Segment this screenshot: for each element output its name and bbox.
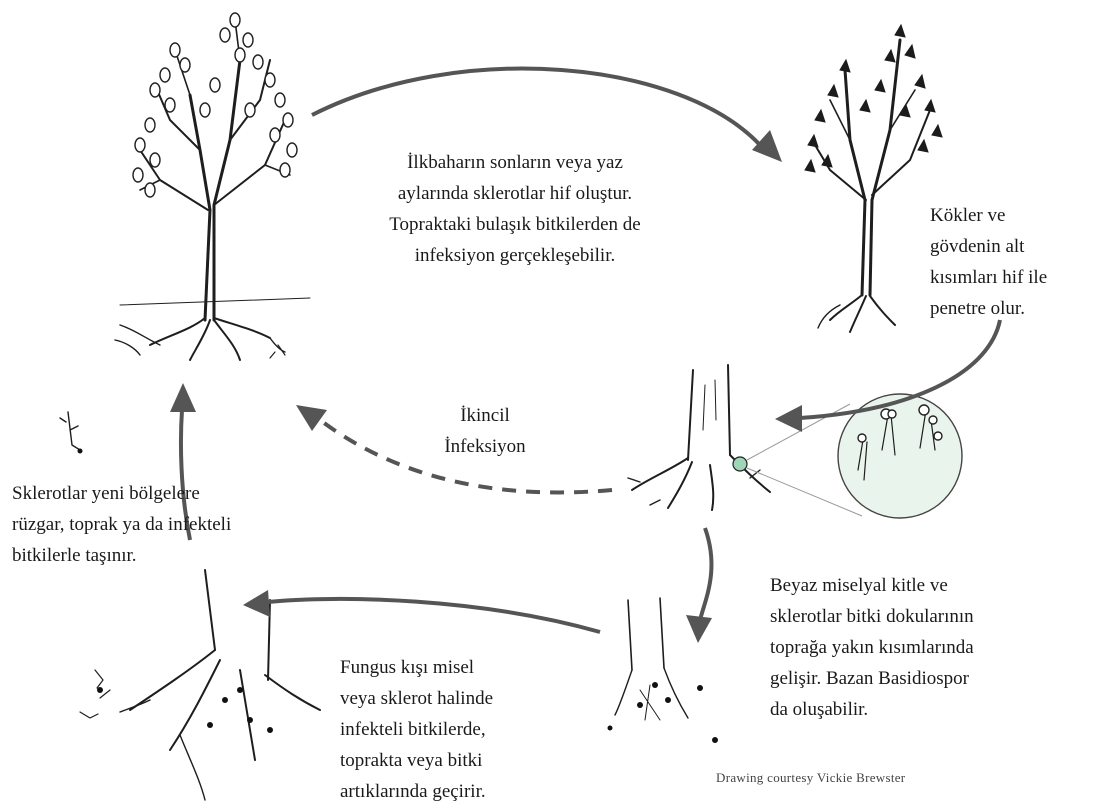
caption-line: bitkilerle taşınır. bbox=[12, 540, 312, 571]
caption-sclerotia-spread: Sklerotlar yeni bölgelere rüzgar, toprak… bbox=[12, 478, 312, 571]
caption-line: toprakta veya bitki bbox=[340, 745, 570, 776]
infected-tree-illustration bbox=[805, 25, 942, 332]
caption-line: Topraktaki bulaşık bitkilerden de bbox=[355, 209, 675, 240]
caption-secondary-infection: İkincil İnfeksiyon bbox=[420, 400, 550, 462]
caption-line: kısımları hif ile bbox=[930, 262, 1090, 293]
trunk-base-illustration bbox=[628, 365, 962, 518]
healthy-tree-illustration bbox=[115, 13, 310, 360]
caption-line: rüzgar, toprak ya da infekteli bbox=[12, 509, 312, 540]
caption-line: sklerotlar bitki dokularının bbox=[770, 601, 1070, 632]
overwintering-stump-illustration bbox=[80, 570, 320, 800]
caption-line: Kökler ve bbox=[930, 200, 1090, 231]
caption-overwintering: Fungus kışı misel veya sklerot halinde i… bbox=[340, 652, 570, 807]
caption-root-penetration: Kökler ve gövdenin alt kısımları hif ile… bbox=[930, 200, 1090, 324]
caption-line: infekteli bitkilerde, bbox=[340, 714, 570, 745]
caption-line: İnfeksiyon bbox=[420, 431, 550, 462]
caption-mycelium-development: Beyaz miselyal kitle ve sklerotlar bitki… bbox=[770, 570, 1070, 725]
caption-spring-infection: İlkbaharın sonların veya yaz aylarında s… bbox=[355, 147, 675, 271]
caption-line: Sklerotlar yeni bölgelere bbox=[12, 478, 312, 509]
caption-line: infeksiyon gerçekleşebilir. bbox=[355, 240, 675, 271]
caption-line: artıklarında geçirir. bbox=[340, 776, 570, 807]
drawing-credit: Drawing courtesy Vickie Brewster bbox=[716, 770, 905, 786]
caption-line: gelişir. Bazan Basidiospor bbox=[770, 663, 1070, 694]
caption-line: gövdenin alt bbox=[930, 231, 1090, 262]
caption-line: da oluşabilir. bbox=[770, 694, 1070, 725]
twig-illustration bbox=[60, 412, 83, 454]
caption-line: aylarında sklerotlar hif oluştur. bbox=[355, 178, 675, 209]
caption-line: toprağa yakın kısımlarında bbox=[770, 632, 1070, 663]
caption-line: Fungus kışı misel bbox=[340, 652, 570, 683]
caption-line: İkincil bbox=[420, 400, 550, 431]
caption-line: Beyaz miselyal kitle ve bbox=[770, 570, 1070, 601]
caption-line: penetre olur. bbox=[930, 293, 1090, 324]
caption-line: İlkbaharın sonların veya yaz bbox=[355, 147, 675, 178]
caption-line: veya sklerot halinde bbox=[340, 683, 570, 714]
